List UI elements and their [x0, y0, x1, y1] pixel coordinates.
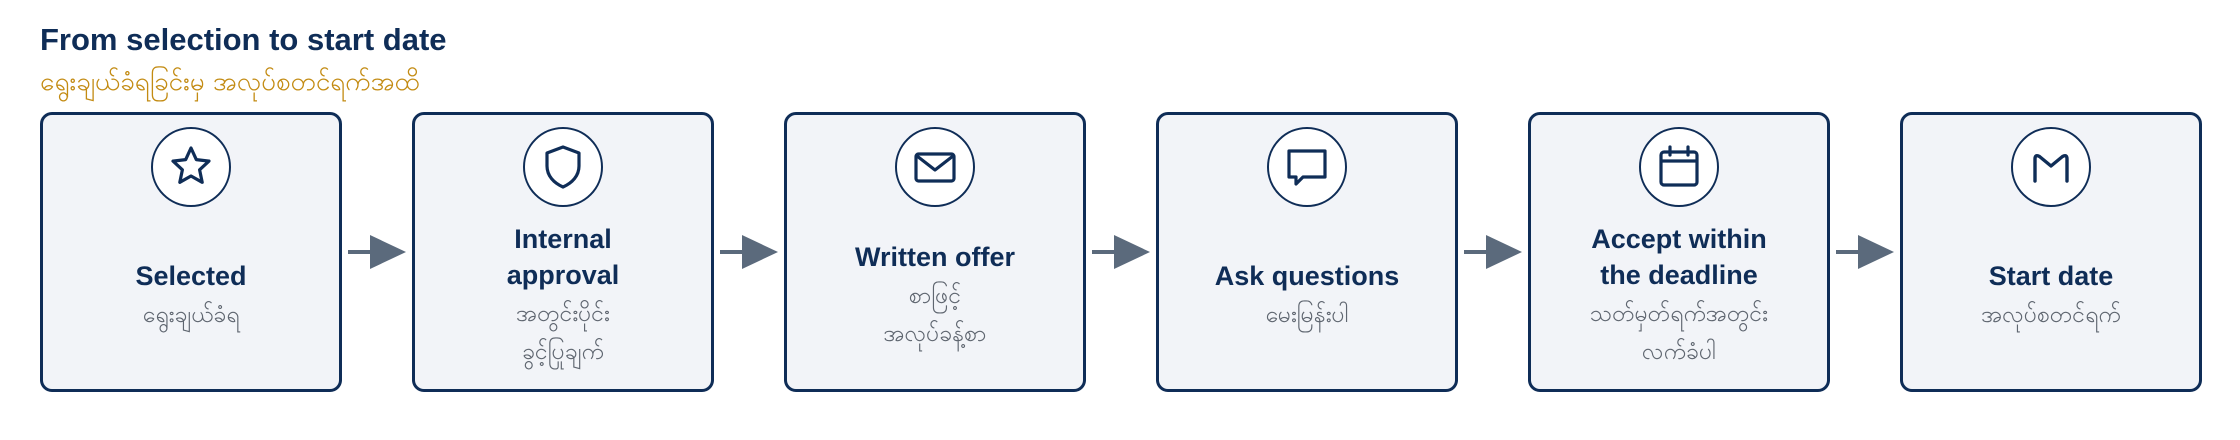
step-sublabel: မေးမြန်းပါ	[1265, 302, 1349, 328]
step-icon-badge	[1639, 127, 1719, 207]
step-card-4: Ask questions မေးမြန်းပါ	[1156, 112, 1458, 392]
step-text: Start date အလုပ်စတင်ရက်	[1911, 213, 2191, 377]
step-card-6: Start date အလုပ်စတင်ရက်	[1900, 112, 2202, 392]
step-sublabel: ခွင့်ပြုချက်	[522, 339, 604, 365]
arrow-right-icon	[1092, 235, 1150, 269]
arrow-right-icon	[720, 235, 778, 269]
step-sublabel: အလုပ်စတင်ရက်	[1981, 302, 2121, 328]
step-icon-badge	[151, 127, 231, 207]
page-title: From selection to start date	[40, 22, 447, 57]
star-icon	[171, 146, 211, 184]
step-label: Written offer	[855, 242, 1015, 272]
step-label: Internal	[514, 224, 612, 254]
shield-icon	[545, 145, 581, 189]
step-card-3: Written offer စာဖြင့်အလုပ်ခန့်စာ	[784, 112, 1086, 392]
arrow-right-icon	[1836, 235, 1894, 269]
step-label: approval	[506, 260, 620, 290]
step-sublabel: ရွေးချယ်ခံရ	[142, 302, 240, 328]
step-sublabel: လက်ခံပါ	[1641, 339, 1717, 365]
calendar-icon	[1659, 145, 1699, 187]
step-label: Start date	[1988, 261, 2114, 291]
step-text: Accept within the deadline သတ်မှတ်ရက်အတွင်…	[1539, 213, 1819, 377]
step-label: Ask questions	[1214, 261, 1400, 291]
step-icon-badge	[895, 127, 975, 207]
arrow-right-icon	[1464, 235, 1522, 269]
step-label: Selected	[135, 261, 247, 291]
step-sublabel: အတွင်းပိုင်း	[516, 301, 610, 327]
step-icon-badge	[523, 127, 603, 207]
step-sublabel: စာဖြင့်	[908, 283, 962, 309]
speech-bubble-icon	[1287, 149, 1327, 186]
page-subtitle: ရွေးချယ်ခံရခြင်းမှ အလုပ်စတင်ရက်အထိ	[40, 67, 420, 97]
step-text: Internal approval အတွင်းပိုင်းခွင့်ပြုချက်	[423, 213, 703, 377]
step-text: Ask questions မေးမြန်းပါ	[1167, 213, 1447, 377]
step-text: Written offer စာဖြင့်အလုပ်ခန့်စာ	[795, 213, 1075, 377]
step-sublabel: သတ်မှတ်ရက်အတွင်း	[1590, 301, 1768, 327]
step-card-2: Internal approval အတွင်းပိုင်းခွင့်ပြုချက်	[412, 112, 714, 392]
step-icon-badge	[1267, 127, 1347, 207]
envelope-icon	[914, 152, 956, 183]
step-label: Accept within	[1591, 224, 1767, 254]
step-sublabel: အလုပ်ခန့်စာ	[883, 321, 987, 347]
step-label: the deadline	[1600, 260, 1758, 290]
step-card-1: Selected ရွေးချယ်ခံရ	[40, 112, 342, 392]
gmail-logo-icon	[2033, 153, 2069, 183]
step-icon-badge	[2011, 127, 2091, 207]
arrow-right-icon	[348, 235, 406, 269]
step-card-5: Accept within the deadline သတ်မှတ်ရက်အတွင်…	[1528, 112, 1830, 392]
step-text: Selected ရွေးချယ်ခံရ	[51, 213, 331, 377]
